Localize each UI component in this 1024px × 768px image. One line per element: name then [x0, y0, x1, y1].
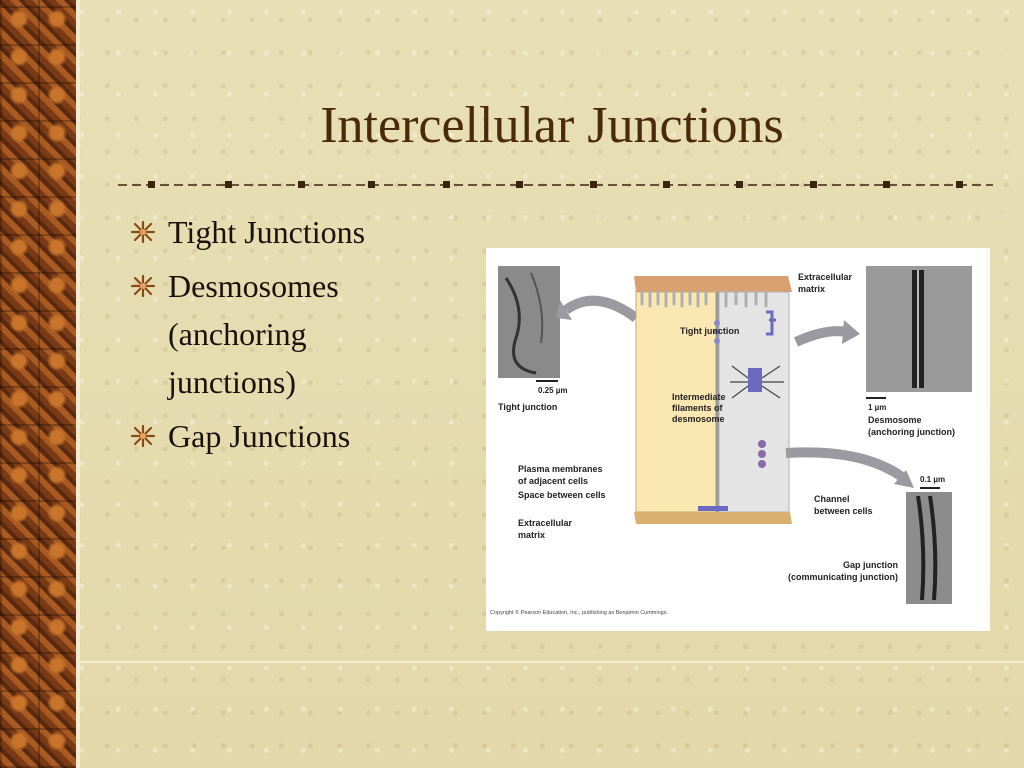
bottom-divider	[80, 661, 1024, 663]
intermediate-filaments-label: filaments of	[672, 403, 724, 413]
title-divider	[118, 178, 993, 192]
left-cell	[635, 291, 717, 513]
gap-junction-label: Gap junction	[843, 560, 898, 570]
tight-junction-micrograph	[498, 266, 560, 378]
star-bullet-icon	[130, 274, 156, 298]
desmosome-caption: Desmosome	[868, 415, 922, 425]
bullet-item: Tight Junctions	[130, 208, 430, 256]
extracellular-matrix-top	[634, 276, 792, 292]
extracellular-matrix-label: matrix	[798, 284, 825, 294]
junction-diagram: 0.25 µm Tight junction	[486, 248, 990, 631]
extracellular-matrix-label: Extracellular	[518, 518, 573, 528]
tight-junction-label: Tight junction	[680, 326, 739, 336]
star-bullet-icon	[130, 220, 156, 244]
bullet-text: Tight Junctions	[168, 214, 366, 250]
gap-junction-label: (communicating junction)	[788, 572, 898, 582]
channel-label: Channel	[814, 494, 850, 504]
decorative-border	[0, 0, 76, 768]
space-between-cells-label: Space between cells	[518, 490, 606, 500]
bullet-list: Tight Junctions Desmosomes (anchoring ju…	[130, 208, 430, 466]
right-cell	[718, 291, 790, 513]
gap-junction-micrograph	[906, 492, 952, 604]
border-divider	[76, 0, 80, 768]
intermediate-filaments-label: desmosome	[672, 414, 725, 424]
scale-label: 1 µm	[868, 403, 886, 412]
extracellular-matrix-bottom	[634, 512, 792, 524]
tight-junction-caption: Tight junction	[498, 402, 557, 412]
scale-label: 0.25 µm	[538, 386, 568, 395]
scale-label: 0.1 µm	[920, 475, 945, 484]
desmosome-caption: (anchoring junction)	[868, 427, 955, 437]
channel-label: between cells	[814, 506, 873, 516]
bullet-text: Gap Junctions	[168, 418, 351, 454]
bullet-item: Gap Junctions	[130, 412, 430, 460]
star-bullet-icon	[130, 424, 156, 448]
plasma-membranes-label: of adjacent cells	[518, 476, 588, 486]
intermediate-filaments-label: Intermediate	[672, 392, 726, 402]
extracellular-matrix-label: Extracellular	[798, 272, 853, 282]
copyright-text: Copyright © Pearson Education, Inc., pub…	[490, 609, 668, 616]
bullet-text: Desmosomes (anchoring junctions)	[168, 268, 339, 400]
bullet-item: Desmosomes (anchoring junctions)	[130, 262, 430, 406]
extracellular-matrix-label: matrix	[518, 530, 545, 540]
plasma-membranes-label: Plasma membranes	[518, 464, 603, 474]
slide-title: Intercellular Junctions	[320, 97, 784, 154]
